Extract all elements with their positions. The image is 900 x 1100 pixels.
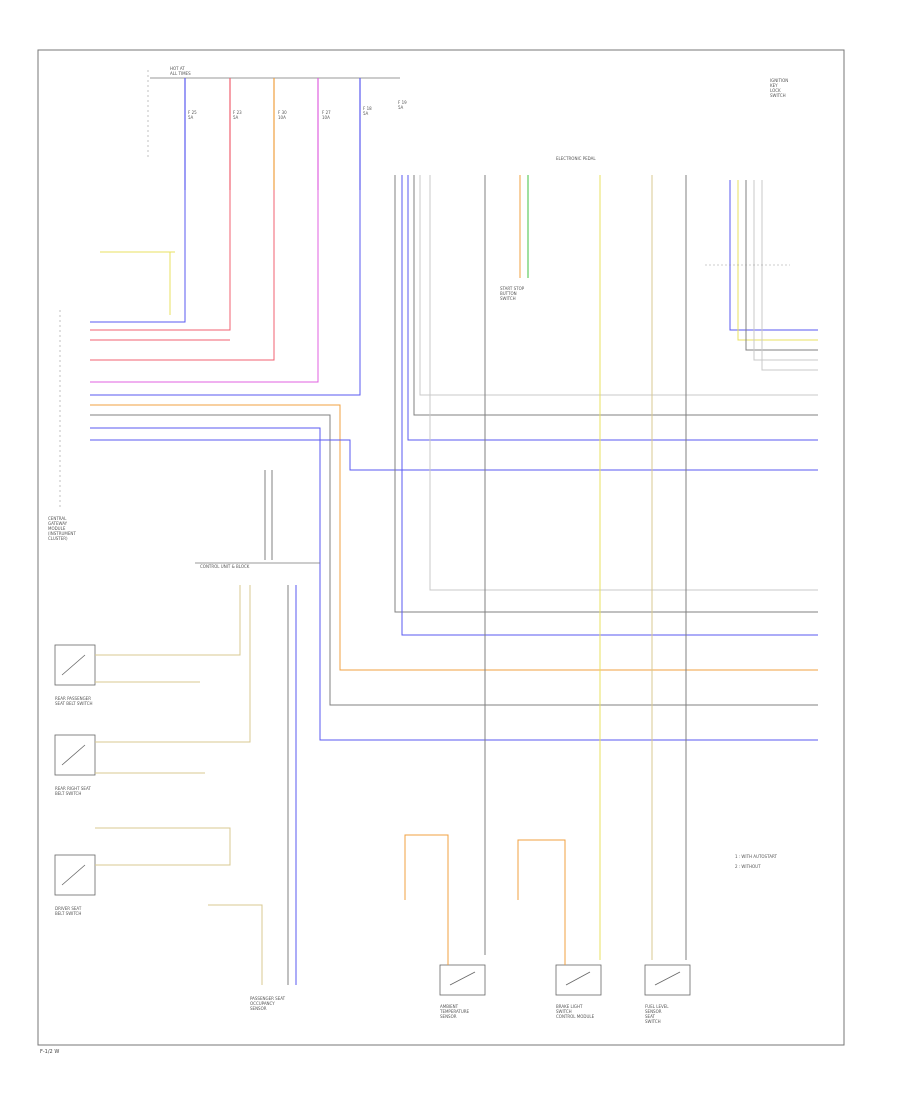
legend-item: 2 : WITHOUT — [735, 864, 761, 869]
junction-connector — [195, 470, 320, 564]
legend-item: 1 : WITH AUTOSTART — [735, 854, 777, 859]
legend: 1 : WITH AUTOSTART 2 : WITHOUT — [735, 854, 777, 869]
diagram-frame — [37, 49, 845, 1046]
right-vertical-wires — [394, 175, 818, 960]
page-ref: F-1/2 W — [40, 1049, 59, 1055]
module-wires — [90, 190, 818, 741]
electronics-label: ELECTRONIC PEDAL — [556, 156, 596, 161]
fuse-drops — [184, 78, 361, 190]
junction-label: CONTROL UNIT & BLOCK — [200, 564, 250, 569]
